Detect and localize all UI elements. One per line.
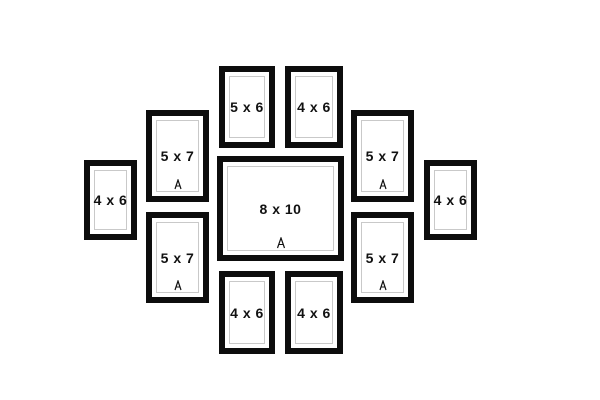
frame-upper-right: 5 x 7 [351, 110, 414, 202]
frame-far-right: 4 x 6 [424, 160, 477, 240]
frame-upper-left: 5 x 7 [146, 110, 209, 202]
frame-size-label: 4 x 6 [433, 192, 468, 208]
frame-size-label: 4 x 6 [297, 304, 331, 321]
frame-size-label: 4 x 6 [297, 99, 331, 115]
frame-size-label: 5 x 7 [160, 249, 195, 266]
frame-lower-left: 5 x 7 [146, 212, 209, 303]
frame-mat [434, 170, 467, 230]
hanging-hook-icon [173, 280, 182, 291]
frame-lower-right: 5 x 7 [351, 212, 414, 303]
hanging-hook-icon [276, 237, 285, 249]
frame-mat [295, 281, 333, 344]
frame-bottom-right: 4 x 6 [285, 271, 343, 354]
frame-far-left: 4 x 6 [84, 160, 137, 240]
frame-mat [229, 76, 265, 138]
frame-size-label: 4 x 6 [93, 192, 128, 208]
frame-top-right: 4 x 6 [285, 66, 343, 148]
frame-size-label: 5 x 6 [230, 99, 264, 115]
frame-size-label: 4 x 6 [230, 304, 264, 321]
frame-center: 8 x 10 [217, 156, 344, 261]
frame-size-label: 5 x 7 [365, 148, 400, 164]
frame-top-left: 5 x 6 [219, 66, 275, 148]
frame-size-label: 5 x 7 [365, 249, 400, 266]
frame-mat [229, 281, 265, 344]
frame-size-label: 8 x 10 [259, 200, 302, 217]
frame-size-label: 5 x 7 [160, 148, 195, 164]
hanging-hook-icon [378, 179, 387, 190]
hanging-hook-icon [378, 280, 387, 291]
frame-mat [94, 170, 127, 230]
frame-bottom-left: 4 x 6 [219, 271, 275, 354]
hanging-hook-icon [173, 179, 182, 190]
frame-mat [295, 76, 333, 138]
frame-mat [156, 120, 199, 192]
